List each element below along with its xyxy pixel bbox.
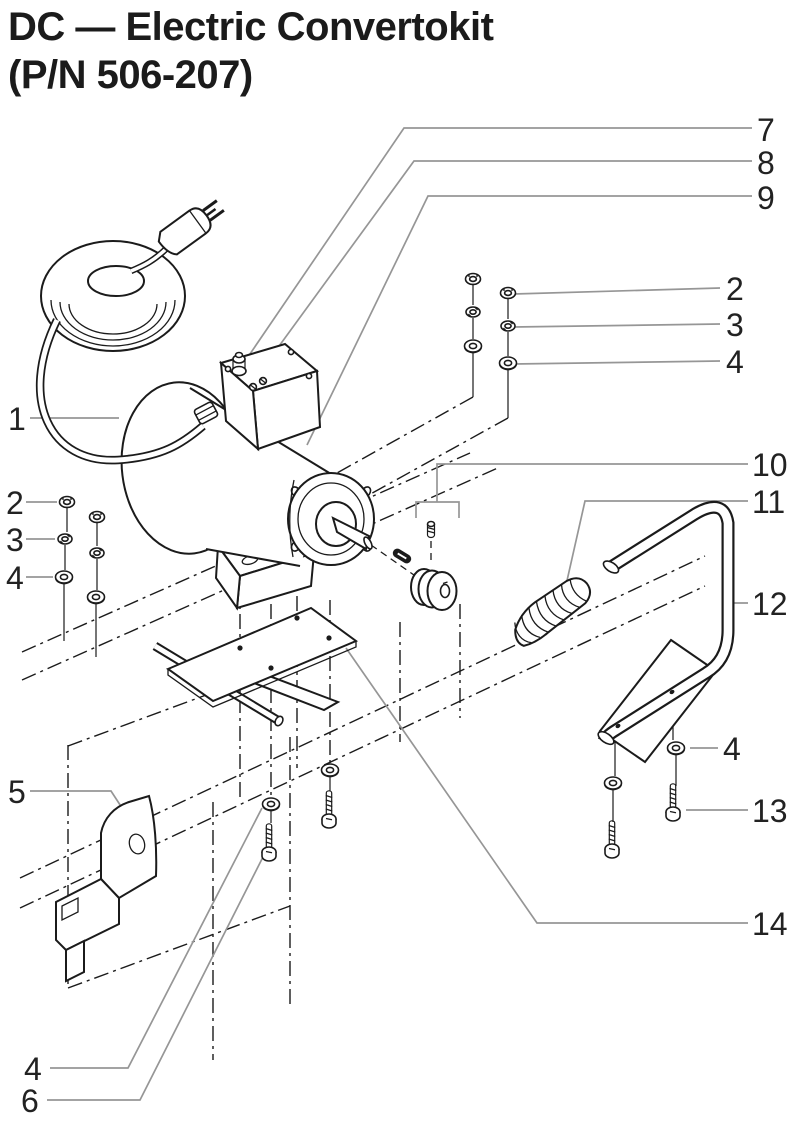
- leader-8: [246, 160, 752, 391]
- leader-5: [30, 790, 127, 815]
- lock-washer: [500, 320, 516, 332]
- power-plug: [157, 199, 225, 256]
- motor-shaft: [331, 516, 371, 551]
- flat-washer: [463, 339, 483, 354]
- callout-4-left: 4: [6, 560, 24, 596]
- callout-4-right: 4: [726, 344, 744, 380]
- leader-7: [236, 127, 752, 374]
- leader-11: [565, 500, 748, 586]
- callout-8: 8: [757, 145, 775, 181]
- flat-washer: [54, 570, 74, 585]
- callout-4-lower-right: 4: [723, 731, 741, 767]
- leader-6: [47, 852, 266, 1101]
- mounting-screw: [321, 789, 337, 829]
- callout-3-left: 3: [6, 522, 24, 558]
- callout-13: 13: [752, 793, 788, 829]
- leader-14: [345, 647, 748, 924]
- callout-5: 5: [8, 774, 26, 810]
- title-line-2: (P/N 506-207): [8, 53, 253, 97]
- flat-washer: [666, 741, 686, 756]
- leader-4-bottom: [50, 807, 263, 1069]
- junction-box: [193, 342, 322, 452]
- flat-washer: [261, 797, 281, 812]
- callout-2-left: 2: [6, 485, 24, 521]
- plug-prongs: [202, 199, 225, 222]
- handle-tube-flat-end: [597, 730, 615, 746]
- power-switch: [231, 351, 247, 377]
- terminal-screws: [248, 376, 268, 392]
- cord-strain-relief: [193, 401, 219, 425]
- callout-leader-lines: [26, 127, 752, 1101]
- hex-nut: [464, 272, 482, 286]
- leader-9: [306, 195, 752, 446]
- callout-7: 7: [757, 112, 775, 148]
- title-line-1: DC — Electric Convertokit: [8, 5, 494, 49]
- handle-assembly: [514, 500, 735, 764]
- shaft-key: [392, 548, 412, 564]
- flat-washer: [320, 763, 340, 778]
- mounting-plate-assembly: [152, 606, 359, 727]
- electric-motor: [120, 381, 375, 567]
- lock-washer: [57, 533, 73, 545]
- bolt-centerlines: [63, 285, 677, 823]
- handle-grip: [514, 577, 592, 647]
- mounting-screw: [261, 822, 277, 862]
- belt-guard-bracket: [55, 794, 158, 983]
- lock-washer: [465, 306, 481, 318]
- leader-10-bracket: [415, 463, 748, 518]
- flat-washer: [498, 356, 518, 371]
- callout-12: 12: [752, 586, 788, 622]
- callout-6: 6: [21, 1083, 39, 1119]
- callout-9: 9: [757, 180, 775, 216]
- callout-2-right: 2: [726, 271, 744, 307]
- callout-3-right: 3: [726, 307, 744, 343]
- callout-4-bottom: 4: [24, 1051, 42, 1087]
- hex-nut: [88, 510, 106, 524]
- leader-4-right: [513, 360, 721, 365]
- callout-labels: 7 8 9 2 3 4 10 11 12 4 13 14 1 2 3 4 5 4…: [6, 112, 788, 1119]
- leader-2-right: [513, 287, 721, 295]
- mounting-screw: [604, 819, 620, 859]
- flat-washer: [86, 590, 106, 605]
- hex-nut: [58, 495, 76, 509]
- motor-pulley: [410, 568, 458, 611]
- callout-1: 1: [8, 401, 26, 437]
- callout-11: 11: [752, 484, 785, 520]
- diagram-title: DC — Electric Convertokit (P/N 506-207): [8, 5, 494, 97]
- callout-10: 10: [752, 447, 788, 483]
- mounting-screw: [665, 782, 681, 822]
- fastener-hardware: [54, 272, 686, 862]
- flat-washer: [603, 776, 623, 791]
- handle-tube-open-end: [602, 560, 620, 574]
- leader-3-right: [513, 323, 721, 328]
- pulley-set-screw: [426, 520, 436, 539]
- lock-washer: [89, 547, 105, 559]
- motor-cylinder-bottom-edge: [205, 548, 301, 567]
- hex-nut: [499, 286, 517, 300]
- callout-14: 14: [752, 906, 788, 942]
- power-cord-assembly: [35, 199, 225, 465]
